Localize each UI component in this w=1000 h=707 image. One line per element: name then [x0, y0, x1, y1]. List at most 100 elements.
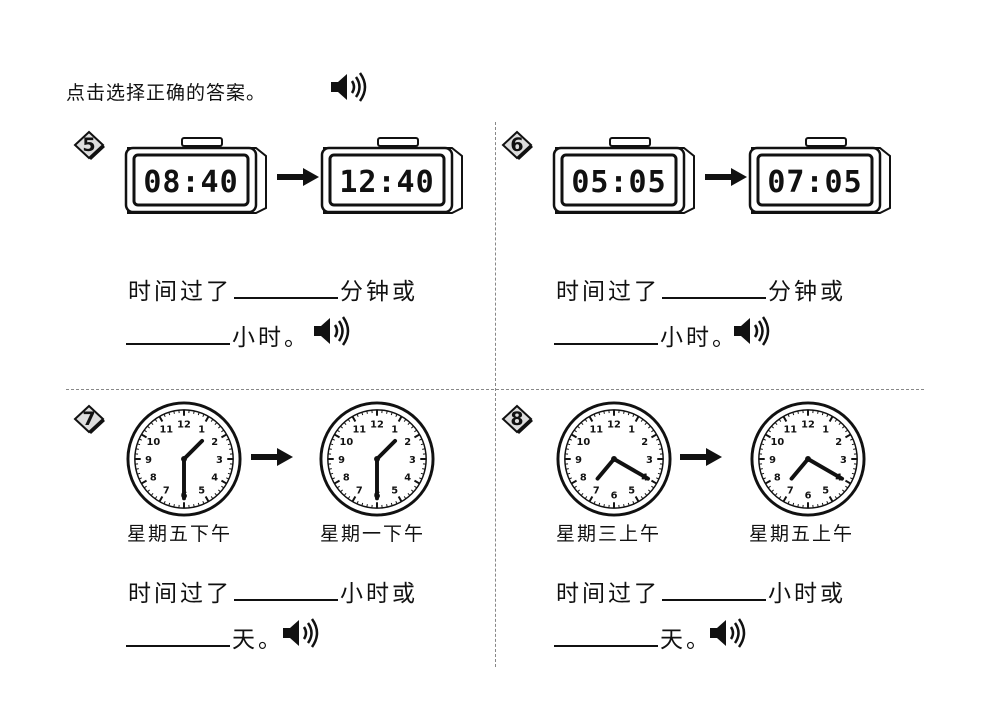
right-arrow-icon	[705, 167, 747, 187]
hour-hand	[595, 457, 616, 481]
minute-hand	[612, 457, 651, 481]
day-label-start: 星期三上午	[556, 523, 662, 545]
clock-numeral: 6	[805, 490, 812, 501]
clock-numeral: 10	[770, 437, 784, 448]
horizontal-divider	[66, 389, 924, 390]
answer-blank-2[interactable]	[126, 623, 230, 647]
answer-blank-1[interactable]	[234, 577, 338, 601]
instruction-text: 点击选择正确的答案。	[66, 82, 267, 104]
suffix-text: 小时或	[768, 581, 846, 607]
speaker-audio-icon[interactable]	[328, 70, 368, 104]
clock-numeral: 8	[150, 473, 157, 484]
clock-numeral: 7	[593, 486, 600, 497]
clock-numeral: 3	[409, 455, 416, 466]
suffix-text: 小时或	[340, 581, 418, 607]
speaker-audio-icon[interactable]	[707, 616, 747, 650]
clock-numeral: 11	[589, 424, 603, 435]
clock-numeral: 2	[211, 437, 218, 448]
suffix-text: 分钟或	[768, 279, 846, 305]
hour-hand	[375, 438, 398, 461]
answer-blank-2[interactable]	[126, 321, 230, 345]
clock-numeral: 11	[159, 424, 173, 435]
day-label-end: 星期一下午	[320, 523, 426, 545]
question-number-badge: 8	[500, 402, 534, 436]
suffix-text: 小时。	[232, 325, 310, 351]
speaker-audio-icon[interactable]	[280, 616, 320, 650]
clock-numeral: 10	[576, 437, 590, 448]
question-number-badge: 6	[500, 128, 534, 162]
question-line-1: 时间过了 小时或	[128, 574, 418, 608]
digital-time-readout: 12:40	[339, 165, 434, 200]
question-number: 5	[82, 134, 95, 156]
digital-clock-end: 12:40	[320, 137, 466, 214]
clock-numeral: 5	[198, 486, 205, 497]
clock-numeral: 4	[211, 473, 218, 484]
analog-clock-end: 123456789101112	[749, 400, 867, 518]
suffix-text: 小时。	[660, 325, 738, 351]
clock-numeral: 2	[641, 437, 648, 448]
clock-numeral: 12	[370, 420, 384, 431]
question-number: 8	[510, 408, 523, 430]
clock-numeral: 1	[822, 424, 829, 435]
clock-numeral: 5	[391, 486, 398, 497]
clock-numeral: 4	[404, 473, 411, 484]
answer-blank-1[interactable]	[662, 275, 766, 299]
clock-numeral: 9	[145, 455, 152, 466]
prefix-text: 时间过了	[556, 581, 660, 607]
clock-numeral: 5	[822, 486, 829, 497]
analog-clock-end: 123456789101112	[318, 400, 436, 518]
clock-numeral: 1	[198, 424, 205, 435]
clock-numeral: 7	[787, 486, 794, 497]
clock-numeral: 8	[774, 473, 781, 484]
answer-blank-1[interactable]	[662, 577, 766, 601]
clock-numeral: 10	[339, 437, 353, 448]
question-line-1: 时间过了 小时或	[556, 574, 846, 608]
prefix-text: 时间过了	[556, 279, 660, 305]
right-arrow-icon	[277, 167, 319, 187]
question-number-badge: 7	[72, 402, 106, 436]
clock-numeral: 3	[216, 455, 223, 466]
question-line-2: 天。	[124, 620, 284, 654]
prefix-text: 时间过了	[128, 581, 232, 607]
clock-numeral: 3	[840, 455, 847, 466]
clock-numeral: 10	[146, 437, 160, 448]
question-line-1: 时间过了分钟或	[128, 272, 418, 306]
question-number: 6	[510, 134, 523, 156]
clock-numeral: 1	[391, 424, 398, 435]
analog-clock-start: 123456789101112	[555, 400, 673, 518]
day-label-start: 星期五下午	[127, 523, 233, 545]
digital-time-readout: 07:05	[767, 165, 862, 200]
question-number: 7	[82, 408, 95, 430]
question-number-badge: 5	[72, 128, 106, 162]
digital-clock-end: 07:05	[748, 137, 894, 214]
clock-numeral: 7	[163, 486, 170, 497]
clock-numeral: 3	[646, 455, 653, 466]
question-line-1: 时间过了 分钟或	[556, 272, 846, 306]
clock-numeral: 8	[580, 473, 587, 484]
clock-numeral: 7	[356, 486, 363, 497]
question-line-2: 小时。	[552, 318, 738, 352]
question-line-2: 小时。	[124, 318, 310, 352]
clock-numeral: 2	[404, 437, 411, 448]
digital-clock-start: 08:40	[124, 137, 270, 214]
question-line-2: 天。	[552, 620, 712, 654]
answer-blank-2[interactable]	[554, 321, 658, 345]
clock-numeral: 8	[343, 473, 350, 484]
day-label-end: 星期五上午	[749, 523, 855, 545]
clock-numeral: 6	[611, 490, 618, 501]
digital-time-readout: 05:05	[571, 165, 666, 200]
clock-numeral: 1	[628, 424, 635, 435]
clock-numeral: 5	[628, 486, 635, 497]
speaker-audio-icon[interactable]	[731, 314, 771, 348]
suffix-text: 天。	[232, 627, 284, 653]
clock-numeral: 12	[607, 420, 621, 431]
hour-hand	[182, 438, 205, 461]
answer-blank-1[interactable]	[234, 275, 338, 299]
right-arrow-icon	[680, 447, 722, 467]
suffix-text: 天。	[660, 627, 712, 653]
hour-hand	[789, 457, 810, 481]
digital-time-readout: 08:40	[143, 165, 238, 200]
answer-blank-2[interactable]	[554, 623, 658, 647]
clock-numeral: 11	[783, 424, 797, 435]
speaker-audio-icon[interactable]	[311, 314, 351, 348]
